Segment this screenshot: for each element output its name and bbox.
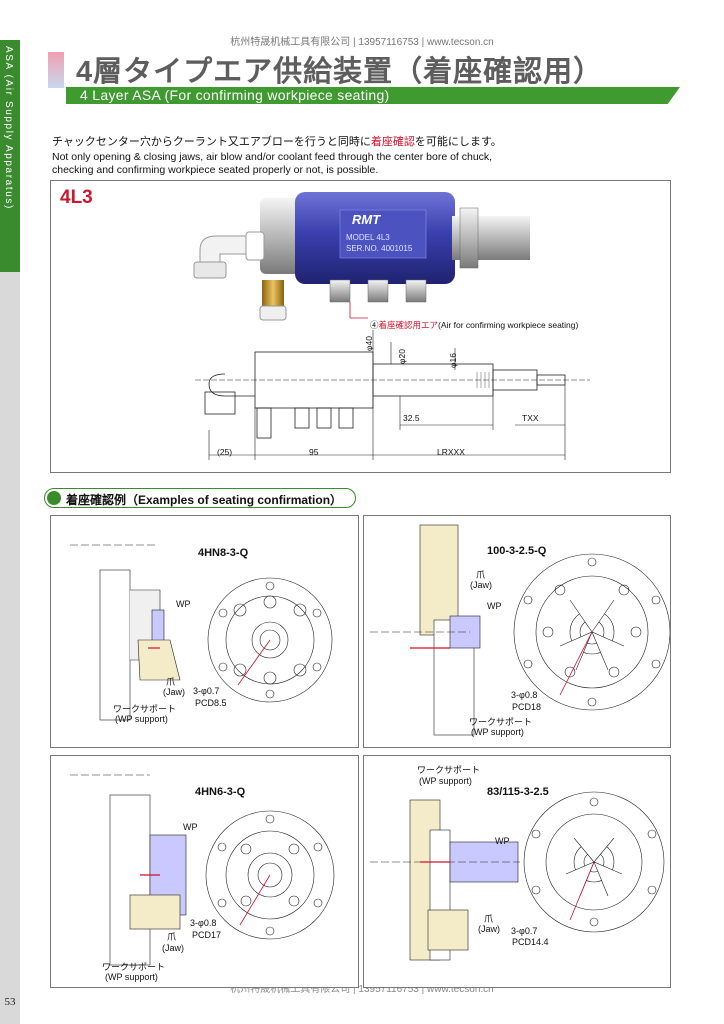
example-jaw-label: 爪 xyxy=(166,677,176,687)
example-jaw-en: (Jaw) xyxy=(163,687,185,697)
example-jaw-en: (Jaw) xyxy=(470,580,492,590)
example-support-jp: ワークサポート xyxy=(469,717,533,727)
product-illustration xyxy=(193,192,530,321)
example-support-jp: ワークサポート xyxy=(102,962,166,972)
description-en-line: checking and confirming workpiece seated… xyxy=(52,163,379,176)
dim-32-5: 32.5 xyxy=(403,413,420,423)
example-wp-label: WP xyxy=(176,599,191,609)
description-en: Not only opening & closing jaws, air blo… xyxy=(52,151,652,176)
example-support-en: (WP support) xyxy=(105,972,158,982)
example-pcd: PCD8.5 xyxy=(195,698,227,708)
description-jp-text: チャックセンター穴からクーラント又エアブローを行うと同時に xyxy=(52,136,371,148)
example-model: 4HN6-3-Q xyxy=(195,786,246,798)
example-panel xyxy=(363,515,671,748)
dim-d20: φ20 xyxy=(397,349,407,364)
example-jaw-label: 爪 xyxy=(476,570,486,580)
page-subtitle: 4 Layer ASA (For confirming workpiece se… xyxy=(80,87,390,103)
callout-jp: 着座確認用エア xyxy=(378,320,439,330)
description-jp-text-end: を可能にします。 xyxy=(414,136,502,148)
example-drawing xyxy=(370,524,670,736)
example-model: 4HN8-3-Q xyxy=(198,547,249,559)
page-number: 53 xyxy=(4,996,16,1008)
example-jaw-label: 爪 xyxy=(167,932,177,942)
brass-fitting xyxy=(262,280,284,306)
example-holes: 3-φ0.8 xyxy=(190,918,217,928)
callout-number: ④ xyxy=(370,320,379,330)
section-heading: 着座確認例（Examples of seating confirmation） xyxy=(66,493,343,507)
title-marker xyxy=(48,52,64,88)
example-holes: 3-φ0.7 xyxy=(193,686,220,696)
section-bullet-icon xyxy=(47,491,61,505)
example-wp-label: WP xyxy=(487,601,502,611)
example-jaw-en: (Jaw) xyxy=(478,924,500,934)
port-fitting xyxy=(329,279,351,303)
dimension-drawing xyxy=(195,330,590,460)
example-pcd: PCD14.4 xyxy=(512,937,549,947)
callout-en: (Air for confirming workpiece seating) xyxy=(438,320,579,330)
example-holes: 3-φ0.8 xyxy=(511,690,538,700)
dim-txx: TXX xyxy=(522,413,539,423)
example-panel xyxy=(50,755,359,988)
example-model: 83/115-3-2.5 xyxy=(487,786,549,798)
nameplate xyxy=(339,209,427,259)
description-jp: チャックセンター穴からクーラント又エアブローを行うと同時に着座確認を可能にします… xyxy=(52,133,502,149)
example-support-en: (WP support) xyxy=(419,776,472,786)
example-support-en: (WP support) xyxy=(471,727,524,737)
port-fitting xyxy=(367,279,389,303)
example-holes: 3-φ0.7 xyxy=(511,926,538,936)
rear-cap xyxy=(260,198,302,274)
dim-d40: φ40 xyxy=(364,336,374,351)
example-pcd: PCD17 xyxy=(192,930,222,940)
description-en-line: Not only opening & closing jaws, air blo… xyxy=(52,151,493,163)
dim-d16: φ16 xyxy=(448,353,458,368)
example-drawing xyxy=(70,774,335,966)
nameplate-model: MODEL 4L3 xyxy=(346,233,390,242)
dim-95: 95 xyxy=(309,447,319,457)
dim-25: (25) xyxy=(217,447,233,457)
page-title: 4層タイプエア供給装置（着座確認用） xyxy=(76,56,604,88)
side-tab xyxy=(0,40,20,272)
nameplate-serial: SER.NO. 4001015 xyxy=(346,244,413,253)
example-wp-label: WP xyxy=(495,836,510,846)
example-jaw-en: (Jaw) xyxy=(162,943,184,953)
example-support-jp: ワークサポート xyxy=(417,765,481,775)
section-heading-pill xyxy=(44,488,356,508)
footer-company-line: 杭州特晟机械工具有限公司 | 13957116753 | www.tecson.… xyxy=(230,984,494,995)
example-jaw-label: 爪 xyxy=(484,914,494,924)
example-support-en: (WP support) xyxy=(115,714,168,724)
nameplate-brand: RMT xyxy=(352,212,381,227)
description-jp-highlight: 着座確認 xyxy=(370,136,415,148)
product-model-label: 4L3 xyxy=(60,187,93,208)
port-fitting xyxy=(405,279,427,303)
example-drawing xyxy=(370,791,665,961)
dim-lrxxx: LRXXX xyxy=(437,447,465,457)
elbow-fitting xyxy=(199,235,249,265)
example-model: 100-3-2.5-Q xyxy=(487,545,547,557)
header-company-line: 杭州特晟机械工具有限公司 | 13957116753 | www.tecson.… xyxy=(230,37,494,48)
air-port-callout: ④着座確認用エア(Air for confirming workpiece se… xyxy=(370,319,578,331)
example-support-jp: ワークサポート xyxy=(113,704,177,714)
subtitle-bar xyxy=(66,87,680,104)
example-wp-label: WP xyxy=(183,822,198,832)
example-pcd: PCD18 xyxy=(512,702,542,712)
example-drawing xyxy=(70,544,333,721)
product-panel xyxy=(50,180,671,473)
side-tab-label: ASA (Air Supply Apparatus) xyxy=(3,46,14,210)
side-strip xyxy=(0,272,20,1024)
